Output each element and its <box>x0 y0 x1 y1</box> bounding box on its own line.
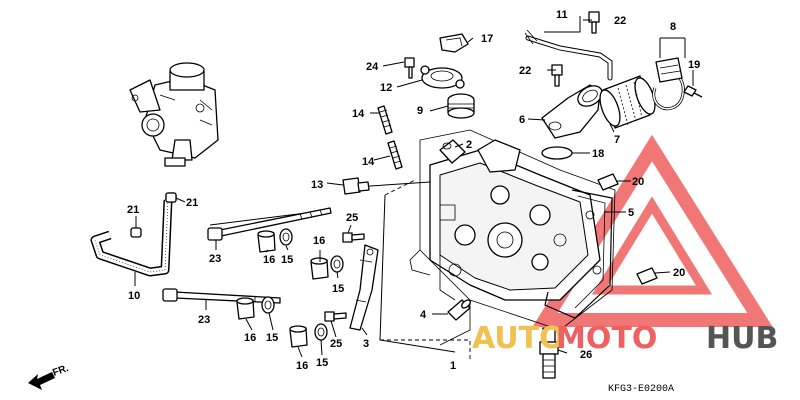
washer-1 <box>279 228 293 246</box>
intake-insulator <box>599 75 656 129</box>
clamp-screw <box>683 85 703 98</box>
callout-25b: 25 <box>330 338 342 350</box>
stud-bolt-lower <box>162 288 281 304</box>
o-ring <box>541 146 573 160</box>
spring-lower <box>387 140 403 170</box>
callout-1: 1 <box>450 360 456 372</box>
callout-8: 8 <box>670 21 676 33</box>
callout-19: 19 <box>688 59 700 71</box>
hose-clip-bottom <box>130 227 142 238</box>
callout-15: 15 <box>281 254 293 266</box>
callout-15d: 15 <box>316 357 328 369</box>
bolt-25-upper <box>342 232 365 243</box>
intake-manifold <box>541 84 603 139</box>
dowel-pin <box>447 299 471 321</box>
callout-16d: 16 <box>296 360 308 372</box>
carburetor-hose <box>90 199 173 277</box>
bolt-24 <box>404 57 415 79</box>
washer-2 <box>330 255 344 273</box>
dowel-20-lower <box>636 267 658 285</box>
cap-nut-1 <box>257 230 276 253</box>
bolt-25-lower <box>324 311 347 322</box>
watermark-part-1: AUTO <box>472 321 565 356</box>
front-label: FR. <box>51 363 70 379</box>
callout-14: 14 <box>352 108 365 120</box>
callout-22: 22 <box>614 15 626 27</box>
callout-7: 7 <box>614 134 620 146</box>
assembly-outline <box>380 179 471 360</box>
cylinder-head <box>409 129 616 346</box>
washer-3 <box>261 296 275 314</box>
spark-plug <box>539 327 559 379</box>
watermark-text: AUTO MOTO HUB <box>472 321 778 356</box>
callout-26: 26 <box>580 349 592 361</box>
watermark-part-3: HUB <box>706 321 778 356</box>
callout-21: 21 <box>186 197 198 209</box>
callout-15b: 15 <box>332 283 344 295</box>
coolant-pipe <box>524 29 613 81</box>
callout-16b: 16 <box>263 254 275 266</box>
stud-bolt-upper <box>207 207 332 241</box>
diagram-code: KFG3-E0200A <box>608 384 674 395</box>
thermostat-cover <box>420 65 465 89</box>
bolt-22-upper <box>588 11 600 34</box>
callout-17: 17 <box>481 33 493 45</box>
callout-25: 25 <box>346 212 358 224</box>
callout-12: 12 <box>380 82 392 94</box>
spring-upper <box>377 105 393 135</box>
callout-6: 6 <box>519 114 525 126</box>
clip-21-upper <box>165 192 177 203</box>
temperature-sensor <box>342 177 370 195</box>
callout-16: 16 <box>313 235 325 247</box>
cap-nut-3 <box>236 297 255 320</box>
leader-lines <box>134 16 694 358</box>
callout-18: 18 <box>592 148 604 160</box>
callout-21b: 21 <box>127 204 139 216</box>
callout-16c: 16 <box>244 332 256 344</box>
callout-22b: 22 <box>519 65 531 77</box>
callout-20: 20 <box>632 176 644 188</box>
cap-nut-2 <box>310 257 329 280</box>
band-clamp <box>652 57 685 111</box>
callout-15c: 15 <box>266 332 278 344</box>
carburetor <box>129 62 219 167</box>
dowel-20-upper <box>597 173 619 191</box>
cam-chain-guide <box>349 244 379 331</box>
callout-2: 2 <box>466 139 472 151</box>
watermark-part-2: MOTO <box>556 321 657 356</box>
callout-23b: 23 <box>198 314 210 326</box>
bolt-22-lower <box>551 64 563 87</box>
callout-20b: 20 <box>673 267 685 279</box>
hose-clip-17 <box>439 33 469 53</box>
callouts: 11 22 8 17 19 24 22 12 9 14 6 7 2 18 14 … <box>127 9 700 372</box>
callout-11: 11 <box>556 9 568 21</box>
front-direction-arrow: FR. <box>28 363 70 390</box>
callout-14b: 14 <box>362 156 375 168</box>
callout-23: 23 <box>209 253 221 265</box>
head-gasket <box>544 189 613 319</box>
callout-13: 13 <box>311 179 323 191</box>
watermark-logo <box>532 134 773 327</box>
thermostat <box>447 93 475 119</box>
washer-4 <box>314 323 328 341</box>
callout-9: 9 <box>417 105 423 117</box>
callout-3: 3 <box>363 338 369 350</box>
callout-5: 5 <box>628 207 634 219</box>
callout-24: 24 <box>366 61 379 73</box>
cap-nut-4 <box>289 325 308 348</box>
callout-4: 4 <box>420 309 427 321</box>
callout-10: 10 <box>128 290 140 302</box>
